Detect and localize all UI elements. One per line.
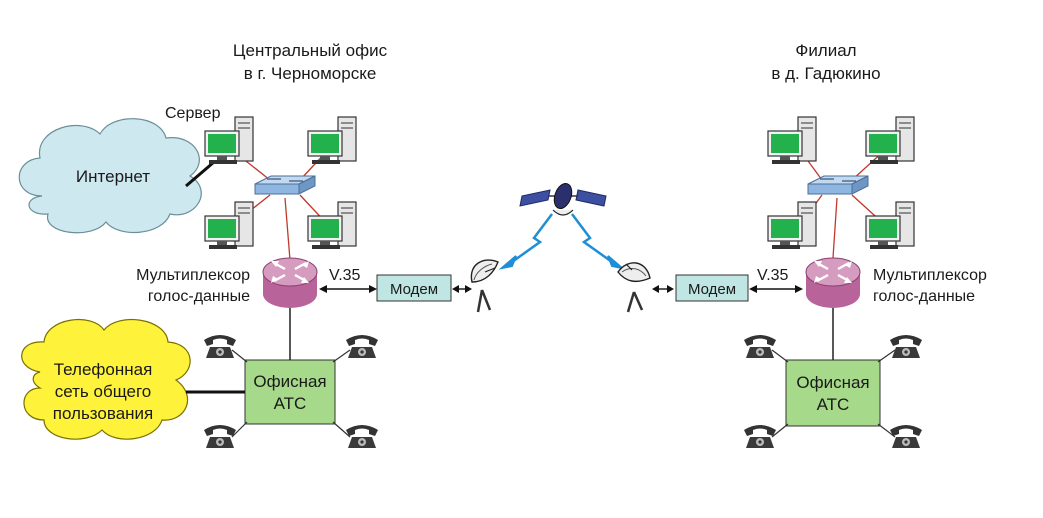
pstn-line3: пользования: [53, 404, 154, 423]
telephone-icon: [346, 335, 378, 358]
branch-office-ats: Офисная АТС: [785, 359, 881, 427]
central-ats-line1: Офисная: [253, 372, 326, 391]
pstn-line1: Телефонная: [54, 360, 153, 379]
branch-title-line1: Филиал: [795, 41, 856, 60]
pstn-line2: сеть общего: [55, 382, 151, 401]
computer-icon: [865, 201, 915, 250]
branch-modem-label: Модем: [688, 281, 736, 298]
central-phone-links: [231, 349, 351, 438]
branch-dish-modem-link: [652, 285, 674, 293]
computer-icon: [767, 201, 817, 250]
server-label: Сервер: [165, 105, 221, 122]
telephone-icon: [204, 425, 236, 448]
branch-mux-router-icon: [804, 256, 862, 310]
branch-mux-line1: Мультиплексор: [873, 267, 987, 284]
central-modem-dish-link: [452, 285, 472, 293]
pstn-cloud: Телефонная сеть общего пользования: [21, 318, 191, 440]
branch-modem: Модем: [675, 274, 749, 302]
central-v35-label: V.35: [329, 267, 361, 284]
central-v35-link: [319, 285, 377, 293]
branch-mux-line2: голос-данные: [873, 288, 975, 305]
server-computer-icon: [204, 116, 254, 165]
radio-link-left-arrow: [498, 255, 517, 270]
central-switch-icon: [254, 175, 316, 195]
central-office-ats: Офисная АТС: [244, 359, 336, 425]
telephone-icon: [890, 335, 922, 358]
central-satellite-dish-icon: [470, 259, 499, 313]
central-modem: Модем: [376, 274, 452, 302]
satellite-icon: [519, 182, 607, 216]
telephone-icon: [204, 335, 236, 358]
computer-icon: [204, 201, 254, 250]
telephone-icon: [744, 335, 776, 358]
computer-icon: [865, 116, 915, 165]
central-title-line2: в г. Черноморске: [244, 64, 377, 83]
radio-link-right: [571, 213, 613, 264]
branch-phone-links: [771, 349, 896, 438]
telephone-icon: [346, 425, 378, 448]
branch-switch-icon: [807, 175, 869, 195]
internet-cloud: Интернет: [18, 118, 202, 234]
branch-v35-label: V.35: [757, 267, 789, 284]
central-title-line1: Центральный офис: [233, 41, 388, 60]
branch-title-line2: в д. Гадюкино: [771, 64, 880, 83]
branch-ats-line1: Офисная: [796, 373, 869, 392]
branch-v35-link: [749, 285, 803, 293]
central-mux-line2: голос-данные: [148, 288, 250, 305]
central-mux-line1: Мультиплексор: [136, 267, 250, 284]
central-mux-router-icon: [261, 256, 319, 310]
radio-link-right-arrow: [607, 255, 626, 270]
branch-ats-line2: АТС: [817, 395, 850, 414]
computer-icon: [307, 201, 357, 250]
radio-link-left: [511, 213, 553, 264]
computer-icon: [307, 116, 357, 165]
telephone-icon: [744, 425, 776, 448]
central-ats-line2: АТС: [274, 394, 307, 413]
branch-satellite-dish-icon: [617, 262, 651, 313]
internet-link: [185, 160, 215, 188]
central-modem-label: Модем: [390, 281, 438, 298]
computer-icon: [767, 116, 817, 165]
internet-label: Интернет: [76, 167, 150, 186]
